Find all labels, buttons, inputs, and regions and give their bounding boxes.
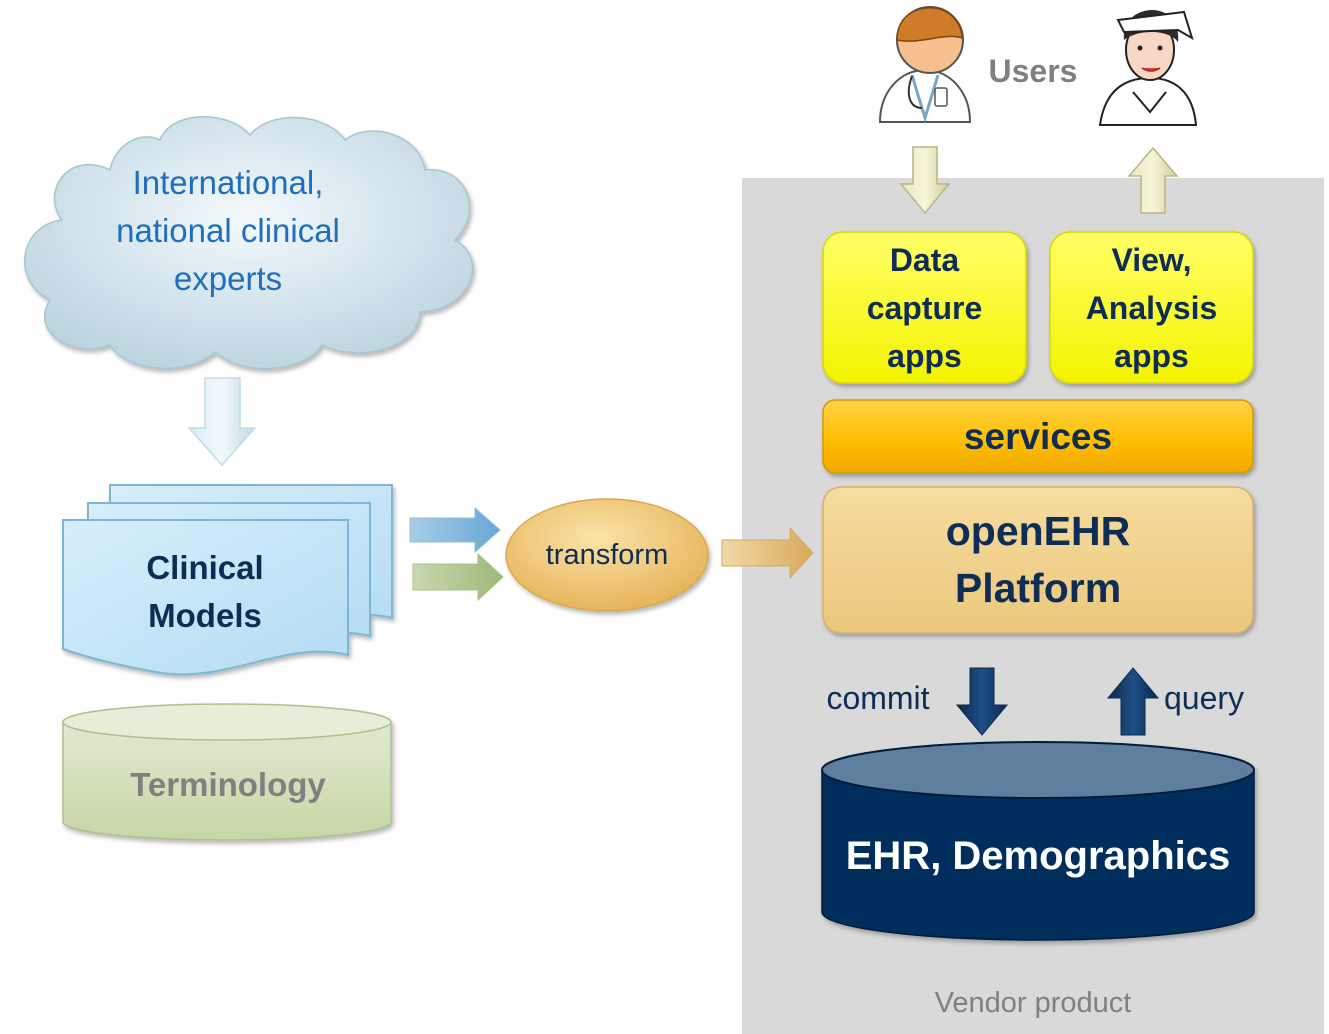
users-up-arrow bbox=[1127, 146, 1179, 214]
green-arrow bbox=[412, 552, 504, 602]
view-analysis-box bbox=[1049, 231, 1254, 384]
view-analysis-label: View, Analysis apps bbox=[1085, 242, 1218, 374]
blue-arrow bbox=[409, 506, 501, 554]
cloud-label: International, national clinical experts bbox=[116, 164, 340, 297]
transform-label: transform bbox=[545, 538, 669, 571]
users-label: Users bbox=[988, 52, 1078, 89]
nurse-avatar bbox=[1098, 10, 1198, 126]
query-label: query bbox=[1163, 679, 1245, 716]
commit-arrow bbox=[955, 667, 1009, 736]
cloud-shape bbox=[23, 116, 474, 370]
users-down-arrow bbox=[899, 146, 951, 215]
tan-arrow bbox=[721, 526, 814, 580]
query-arrow bbox=[1106, 667, 1160, 736]
data-capture-label: Data capture apps bbox=[866, 242, 983, 374]
terminology-cylinder bbox=[62, 703, 392, 841]
vendor-label: Vendor product bbox=[934, 986, 1132, 1019]
terminology-label: Terminology bbox=[130, 766, 326, 803]
services-bar bbox=[822, 399, 1254, 474]
transform-oval bbox=[505, 498, 709, 612]
platform-label: openEHR Platform bbox=[945, 508, 1131, 611]
commit-label: commit bbox=[826, 679, 930, 716]
ehr-label: EHR, Demographics bbox=[845, 833, 1231, 878]
doctor-avatar bbox=[878, 6, 972, 124]
services-label: services bbox=[963, 416, 1113, 457]
data-capture-box bbox=[822, 231, 1027, 384]
ehr-cylinder bbox=[821, 741, 1255, 941]
cloud-down-arrow bbox=[187, 377, 257, 467]
platform-box bbox=[822, 486, 1254, 634]
clinical-models-label: Clinical Models bbox=[146, 549, 264, 634]
clinical-models-stack bbox=[62, 484, 393, 676]
